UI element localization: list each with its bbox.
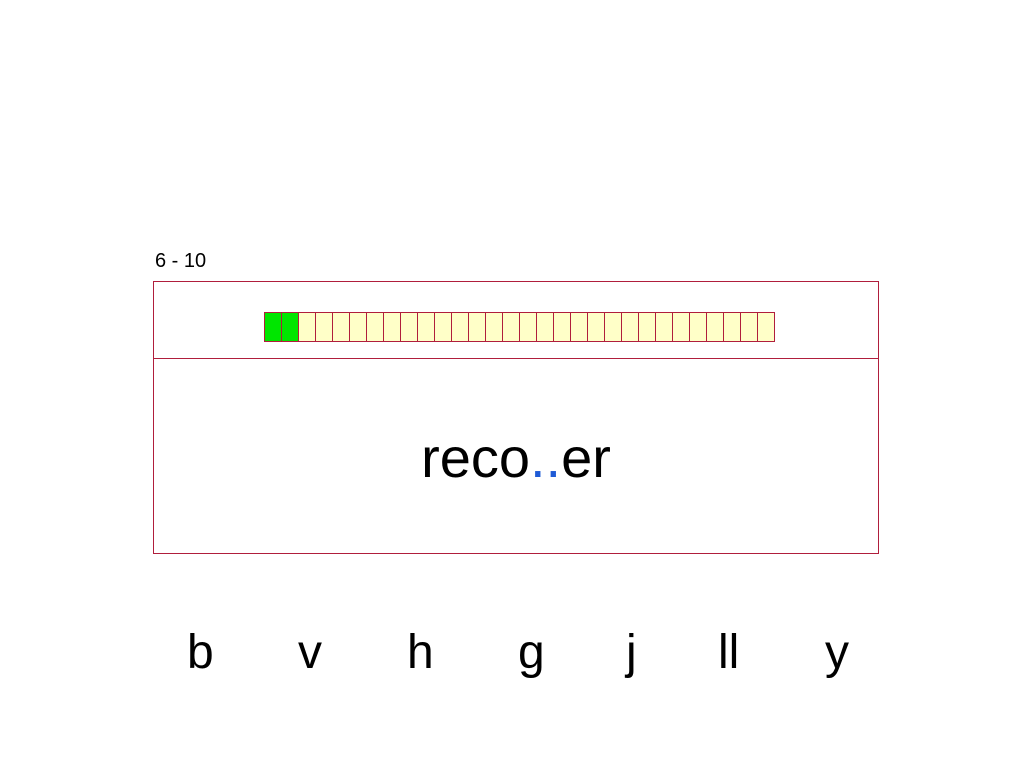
progress-cell [690, 312, 707, 342]
progress-cell [469, 312, 486, 342]
progress-row [154, 282, 878, 359]
progress-cell [520, 312, 537, 342]
exercise-panel: reco..er [153, 281, 879, 554]
question-counter: 6 - 10 [155, 250, 206, 273]
word-suffix: er [561, 426, 611, 489]
progress-cell [350, 312, 367, 342]
progress-cell [452, 312, 469, 342]
progress-cell [333, 312, 350, 342]
progress-cell [486, 312, 503, 342]
progress-cell [401, 312, 418, 342]
word-area: reco..er [154, 360, 878, 553]
progress-cell-done [265, 312, 282, 342]
counter-total: 10 [183, 250, 207, 272]
progress-cell [384, 312, 401, 342]
progress-cell [299, 312, 316, 342]
target-word: reco..er [421, 425, 611, 490]
progress-cell [418, 312, 435, 342]
word-prefix: reco [421, 426, 530, 489]
progress-cell [656, 312, 673, 342]
option-y[interactable]: y [825, 626, 849, 679]
option-j[interactable]: j [626, 626, 637, 679]
progress-cell [639, 312, 656, 342]
progress-cell [724, 312, 741, 342]
progress-cell [758, 312, 775, 342]
progress-cell [571, 312, 588, 342]
option-g[interactable]: g [518, 626, 545, 679]
progress-cell [537, 312, 554, 342]
answer-options: b v h g j ll y [150, 620, 890, 690]
progress-cell [707, 312, 724, 342]
progress-cell [435, 312, 452, 342]
counter-separator: - [166, 250, 184, 272]
option-ll[interactable]: ll [718, 626, 740, 679]
option-v[interactable]: v [298, 626, 322, 679]
progress-cell [605, 312, 622, 342]
progress-bar [264, 312, 775, 342]
word-blank: .. [530, 426, 562, 489]
progress-cell [588, 312, 605, 342]
progress-cell [741, 312, 758, 342]
progress-cell [554, 312, 571, 342]
progress-cell-done [282, 312, 299, 342]
progress-cell [673, 312, 690, 342]
progress-cell [503, 312, 520, 342]
progress-cell [367, 312, 384, 342]
progress-cell [316, 312, 333, 342]
option-b[interactable]: b [187, 626, 214, 679]
progress-cell [622, 312, 639, 342]
counter-current: 6 [155, 250, 167, 272]
option-h[interactable]: h [407, 626, 434, 679]
